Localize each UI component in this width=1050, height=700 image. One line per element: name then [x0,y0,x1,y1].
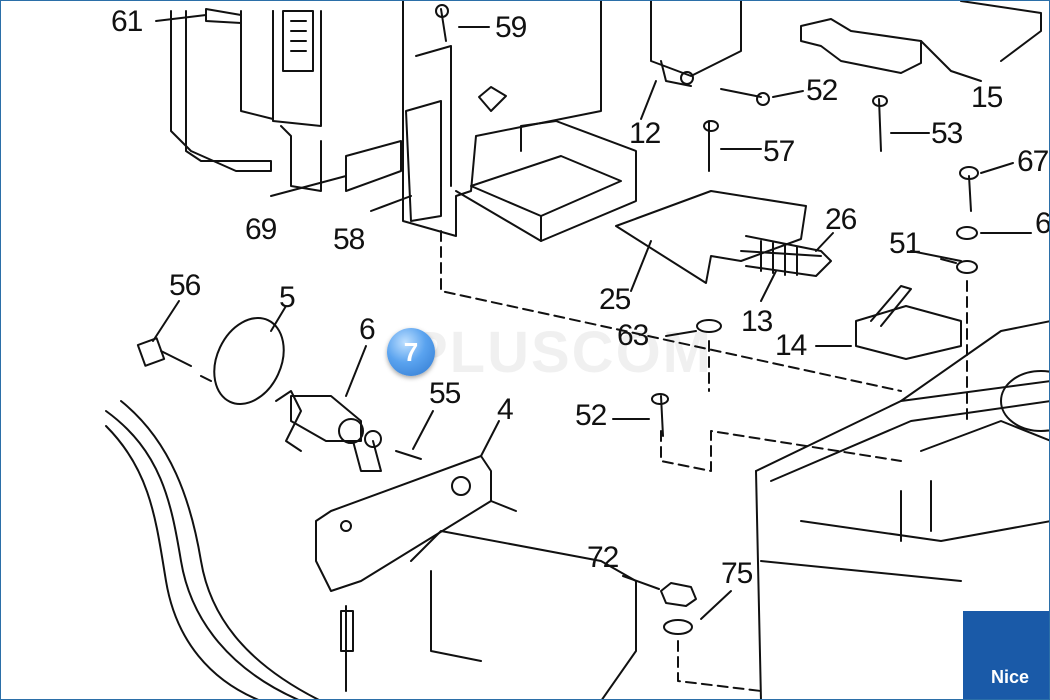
bottom-frame [340,530,637,699]
callout-leaders [270,175,962,262]
screw-59 [435,4,490,42]
screw-61 [155,8,242,24]
washer-51 [940,258,978,274]
bracket-4 [315,420,517,592]
part-12-housing [640,1,742,120]
callout-52-lower: 52 [575,399,607,432]
plate-25-spring-26 [615,190,832,302]
callout-75: 75 [721,557,753,590]
callout-63: 63 [617,319,649,352]
callout-25: 25 [599,283,631,316]
callout-52-top: 52 [806,74,838,107]
nut-72-washer-75 [622,575,762,692]
screw-53 [872,95,930,152]
screw-56 [136,300,192,367]
callout-61: 61 [111,5,143,38]
alignment-lines [440,230,968,472]
callout-58: 58 [333,223,365,256]
callout-13: 13 [741,305,773,338]
screw-55 [364,410,434,460]
key-lock-6 [275,345,382,472]
callout-55: 55 [429,377,461,410]
brand-logo-text: Nice [991,667,1030,687]
callout-15: 15 [971,81,1003,114]
callout-51: 51 [889,227,921,260]
callout-26: 26 [825,203,857,236]
callout-69: 69 [245,213,277,246]
callout-72: 72 [587,541,619,574]
motor-housing [755,320,1049,699]
microswitch-14 [815,285,962,360]
control-board-frame [170,10,402,192]
screw-67 [956,162,1032,240]
callout-6-right: 6 [1035,207,1050,240]
callout-53: 53 [931,117,963,150]
washer-63 [665,319,722,337]
callout-6: 6 [359,313,376,346]
brand-logo: Nice [963,611,1049,699]
callout-4: 4 [497,393,514,426]
callout-5: 5 [279,281,296,314]
callout-14: 14 [775,329,807,362]
selected-part-number: 7 [403,337,419,367]
callout-67: 67 [1017,145,1049,178]
callout-12: 12 [629,117,661,150]
callout-57: 57 [763,135,795,168]
mounting-bracket [402,1,637,242]
screw-52-top [720,88,804,106]
cover-5 [200,305,287,405]
callout-56: 56 [169,269,201,302]
selected-part-marker[interactable]: 7 [387,328,435,376]
screw-52-lower [612,393,669,437]
wires [105,400,320,699]
watermark-text: PLUSCOM [409,320,713,385]
screw-57 [703,120,762,172]
part-15-switch [800,1,1042,82]
callout-59: 59 [495,11,527,44]
